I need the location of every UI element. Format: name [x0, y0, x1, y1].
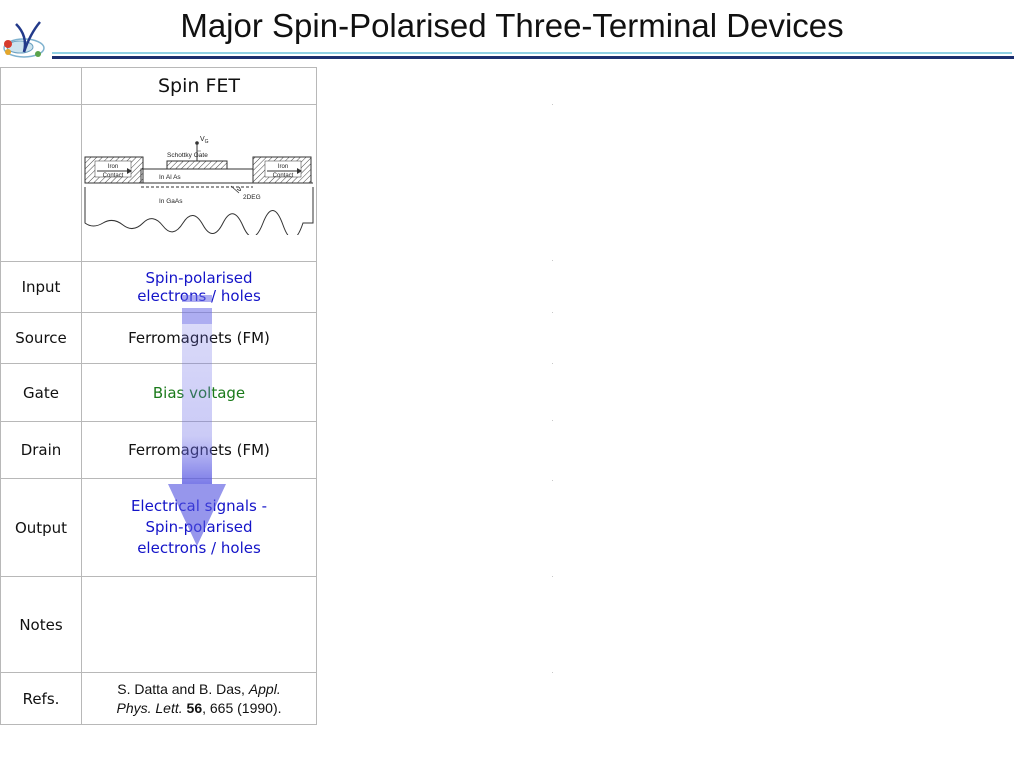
diagram-cell: VG Schottky Gate Iron Contact Iron Conta… — [81, 104, 317, 262]
column-guide — [552, 60, 554, 700]
header-empty-cell — [0, 67, 82, 105]
device-table: Spin FET — [0, 67, 317, 725]
row-value-refs: S. Datta and B. Das, Appl. Phys. Lett. 5… — [81, 672, 317, 725]
column-header-spin-fet: Spin FET — [81, 67, 317, 105]
right-contact-label-bottom: Contact — [273, 173, 294, 179]
value-line: electrons / holes — [137, 539, 261, 557]
value-line: Electrical signals - — [130, 497, 268, 515]
table-row: Input Spin-polarised electrons / holes — [0, 261, 317, 313]
title-rule-dark — [52, 56, 1014, 59]
table-header-row: Spin FET — [0, 67, 317, 105]
ref-pages: , 665 (1990). — [202, 699, 282, 716]
row-value-source: Ferromagnets (FM) — [81, 312, 317, 364]
value-line: Spin-polarised — [145, 269, 253, 287]
table-row: Refs. S. Datta and B. Das, Appl. Phys. L… — [0, 672, 317, 725]
title-rule-light — [52, 52, 1012, 54]
table-row: Gate Bias voltage — [0, 363, 317, 422]
substrate-label: In GaAs — [159, 198, 183, 205]
row-label-source: Source — [0, 312, 82, 364]
ref-volume: 56 — [186, 699, 203, 716]
row-label-output: Output — [0, 478, 82, 577]
ref-journal: Appl. — [248, 680, 281, 697]
row-value-gate: Bias voltage — [81, 363, 317, 422]
right-contact-label-top: Iron — [278, 164, 288, 170]
value-line: electrons / holes — [137, 287, 261, 305]
row-value-notes — [81, 576, 317, 673]
slide-title: Major Spin-Polarised Three-Terminal Devi… — [180, 7, 844, 44]
table-row: Notes — [0, 576, 317, 673]
ref-authors: S. Datta and B. Das, — [117, 680, 249, 697]
left-contact-label-bottom: Contact — [103, 173, 124, 179]
value-line: Spin-polarised — [145, 518, 253, 536]
institution-logo — [3, 21, 45, 58]
row-label-gate: Gate — [0, 363, 82, 422]
gate-voltage-label: VG — [200, 136, 209, 145]
row-value-output: Electrical signals - Spin-polarised elec… — [81, 478, 317, 577]
spin-fet-diagram: VG Schottky Gate Iron Contact Iron Conta… — [84, 136, 314, 235]
left-contact-label-top: Iron — [108, 164, 118, 170]
barrier-label: In Al As — [159, 174, 181, 181]
row-label-input: Input — [0, 261, 82, 313]
table-row: Output Electrical signals - Spin-polaris… — [0, 478, 317, 577]
row-value-drain: Ferromagnets (FM) — [81, 421, 317, 479]
table-row: Source Ferromagnets (FM) — [0, 312, 317, 364]
diagram-empty-cell — [0, 104, 82, 262]
2deg-label: 2DEG — [243, 194, 261, 201]
row-label-notes: Notes — [0, 576, 82, 673]
ref-journal: Phys. Lett. — [116, 699, 183, 716]
row-value-input: Spin-polarised electrons / holes — [81, 261, 317, 313]
row-label-drain: Drain — [0, 421, 82, 479]
table-row: Drain Ferromagnets (FM) — [0, 421, 317, 479]
diagram-row: VG Schottky Gate Iron Contact Iron Conta… — [0, 104, 317, 262]
schottky-gate-label: Schottky Gate — [167, 152, 208, 159]
row-label-refs: Refs. — [0, 672, 82, 725]
